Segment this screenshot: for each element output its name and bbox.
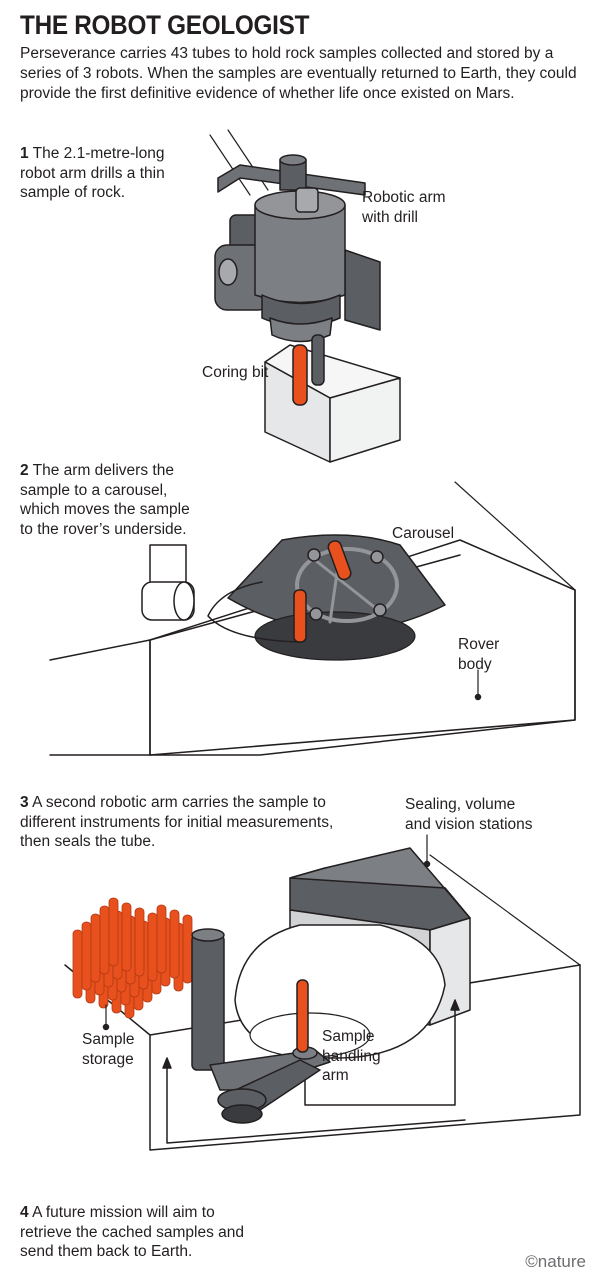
arrow-head	[450, 999, 460, 1011]
handling-arm-column	[191, 934, 225, 1071]
label-stations-line1: Sealing, volume	[405, 796, 516, 813]
step-3-number: 3	[20, 794, 29, 811]
label-sample-storage: Sample storage	[82, 1030, 135, 1069]
rock-block	[264, 344, 401, 463]
label-rover-line2: body	[458, 655, 492, 673]
label-robotic-arm: Robotic arm with drill	[362, 188, 446, 227]
step-2-description: The arm delivers the sample to a carouse…	[20, 462, 190, 538]
label-handling-line2: handling	[322, 1047, 381, 1065]
label-handling-line1: Sample	[322, 1028, 375, 1045]
drill-rod	[311, 334, 325, 386]
arm-fragment	[141, 544, 195, 621]
step-1-number: 1	[20, 145, 29, 162]
arm-shaft	[209, 134, 251, 196]
flow-arrows	[166, 1007, 466, 1144]
intro-text: Perseverance carries 43 tubes to hold ro…	[20, 45, 577, 102]
step-2-number: 2	[20, 462, 29, 479]
drill-side-box	[344, 249, 381, 331]
label-rover-body: Rover body	[458, 635, 499, 674]
label-storage-line2: storage	[82, 1050, 134, 1068]
carousel-path	[207, 581, 301, 643]
label-carousel: Carousel	[392, 525, 455, 542]
label-handling-line3: arm	[322, 1067, 349, 1084]
step-3-text: 3 A second robotic arm carries the sampl…	[20, 793, 340, 852]
carousel-ring	[295, 547, 399, 623]
label-rover-line1: Rover	[458, 636, 500, 653]
label-stations-line2: and vision stations	[405, 815, 533, 833]
step-2-text: 2 The arm delivers the sample to a carou…	[20, 461, 205, 539]
label-robotic-arm-line1: Robotic arm	[362, 189, 446, 206]
panel-2-carousel	[49, 481, 576, 756]
label-sample-handling-arm: Sample handling arm	[322, 1027, 381, 1086]
step-1-text: 1 The 2.1-metre-long robot arm drills a …	[20, 144, 180, 203]
label-stations: Sealing, volume and vision stations	[405, 795, 533, 834]
coring-bit	[292, 344, 308, 406]
step-1-description: The 2.1-metre-long robot arm drills a th…	[20, 145, 165, 201]
label-robotic-arm-line2: with drill	[362, 208, 418, 226]
panel-3-handling	[64, 834, 581, 1151]
step-3-description: A second robotic arm carries the sample …	[20, 794, 334, 850]
step-4-text: 4 A future mission will aim to retrieve …	[20, 1203, 255, 1262]
label-coring-bit: Coring bit	[202, 364, 269, 381]
arrow-head	[162, 1057, 172, 1069]
carousel-tube	[293, 589, 307, 643]
page-title: THE ROBOT GEOLOGIST	[20, 10, 310, 40]
step-4-description: A future mission will aim to retrieve th…	[20, 1204, 245, 1260]
nature-credit: ©nature	[525, 1252, 586, 1271]
sample-storage-tubes	[72, 897, 193, 1019]
step-4-number: 4	[20, 1204, 29, 1221]
panel-1-drill	[209, 129, 401, 463]
label-storage-line1: Sample	[82, 1031, 135, 1048]
carousel-tube	[327, 540, 352, 581]
handled-sample-tube	[296, 979, 309, 1053]
